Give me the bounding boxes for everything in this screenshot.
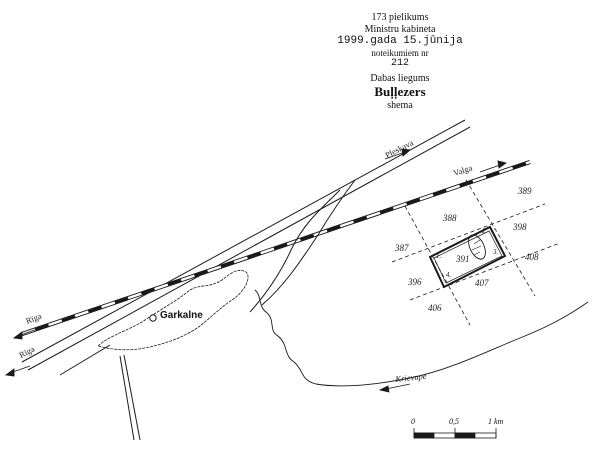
corner-3: 3. (493, 248, 499, 256)
map-header: 173 pielikums Ministru kabineta 1999.gad… (330, 12, 470, 111)
road-to-pleskava (21, 119, 471, 371)
corner-2: 2. (482, 227, 488, 235)
forest-quarter-grid (391, 179, 561, 326)
branch-roads (59, 179, 356, 441)
scale-label-half: 0,5 (449, 417, 459, 426)
scheme-label: shema (387, 99, 413, 111)
regulation-number: 212 (390, 57, 409, 69)
krievupe-river (254, 289, 589, 387)
reserve-type-label: Dabas liegums (370, 73, 430, 85)
corner-1: 1. (436, 252, 442, 260)
lake-hatch (471, 239, 482, 256)
quarter-396: 396 (408, 277, 422, 287)
date-label: 1999.gada 15.jūnija (337, 35, 463, 47)
regulation-label: noteikumiem nr (371, 47, 429, 58)
scale-label-0: 0 (411, 417, 415, 426)
quarter-387: 387 (395, 243, 409, 253)
corner-4: 4. (446, 271, 452, 279)
garkalne-marker (149, 314, 157, 322)
garkalne-label: Garkalne (160, 310, 203, 321)
reserve-name: Buļļezers (374, 83, 426, 99)
scale-bar (413, 428, 497, 439)
scale-label-1km: 1 km (488, 417, 504, 426)
lake-bullezers (468, 234, 486, 260)
garkalne-area-outline (97, 270, 249, 351)
cabinet-label: Ministru kabineta (364, 23, 436, 35)
quarter-408: 408 (525, 252, 539, 262)
quarter-388: 388 (443, 213, 457, 223)
quarter-406: 406 (428, 303, 442, 313)
annex-label: 173 pielikums (371, 12, 429, 23)
railway-to-valga (21, 160, 531, 336)
quarter-391: 391 (456, 254, 470, 264)
river-arrow (378, 383, 411, 393)
quarter-398: 398 (513, 222, 527, 232)
quarter-407: 407 (475, 278, 489, 288)
direction-arrows (4, 148, 508, 377)
quarter-389: 389 (518, 186, 532, 196)
